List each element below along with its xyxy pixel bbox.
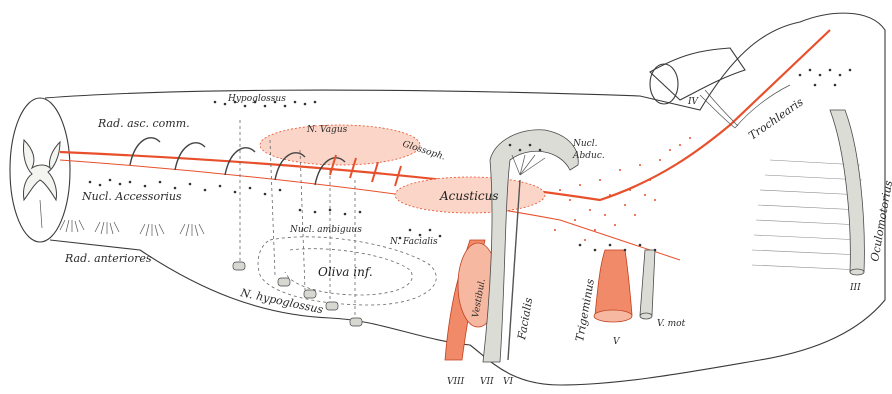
label-rad-anteriores: Rad. anteriores (64, 252, 152, 265)
label-viii: VIII (447, 377, 465, 387)
label-facialis: Facialis (515, 296, 535, 341)
nerve-vii (483, 130, 578, 362)
red-tract-upper (60, 30, 830, 200)
label-oculomotorius: Oculomotorius (868, 179, 892, 262)
label-nucl-ambiguus: Nucl. ambiguus (289, 225, 362, 235)
label-nucl-accessorius: Nucl. Accessorius (81, 190, 182, 203)
label-nucl-abduc-1: Nucl. (572, 139, 598, 149)
label-vii: VII (480, 377, 494, 387)
midbrain-tube (650, 48, 745, 100)
cross-section-tail (40, 200, 42, 228)
label-trigeminus: Trigeminus (573, 277, 597, 342)
label-v: V (613, 337, 621, 347)
trigeminus-root (595, 250, 632, 315)
label-n-vagus: N. Vagus (306, 125, 348, 135)
label-iii: III (849, 283, 861, 293)
anterior-roots (60, 220, 204, 236)
v-mot-root (640, 250, 655, 315)
abducens-fibres (512, 155, 545, 175)
v-mot-end (640, 313, 652, 319)
label-vi: VI (503, 377, 513, 387)
trigeminus-end (594, 310, 632, 322)
gray-matter-butterfly (23, 140, 60, 200)
midbrain-tube-end (650, 64, 678, 104)
label-acusticus: Acusticus (439, 189, 499, 203)
label-iv: IV (687, 97, 700, 107)
label-n-facialis: N. Facialis (389, 237, 438, 247)
label-hypoglossus-top: Hypoglossus (227, 94, 286, 104)
label-nucl-abduc-2: Abduc. (572, 151, 605, 161)
red-tract-lower (60, 160, 680, 260)
label-v-mot: V. mot (657, 319, 686, 329)
nerve-iii (830, 110, 864, 272)
label-rad-asc-comm: Rad. asc. comm. (97, 117, 190, 130)
label-glossoph: Glossoph. (401, 139, 447, 162)
label-oliva-inf: Oliva inf. (318, 265, 373, 279)
nerve-iii-end (850, 269, 864, 275)
